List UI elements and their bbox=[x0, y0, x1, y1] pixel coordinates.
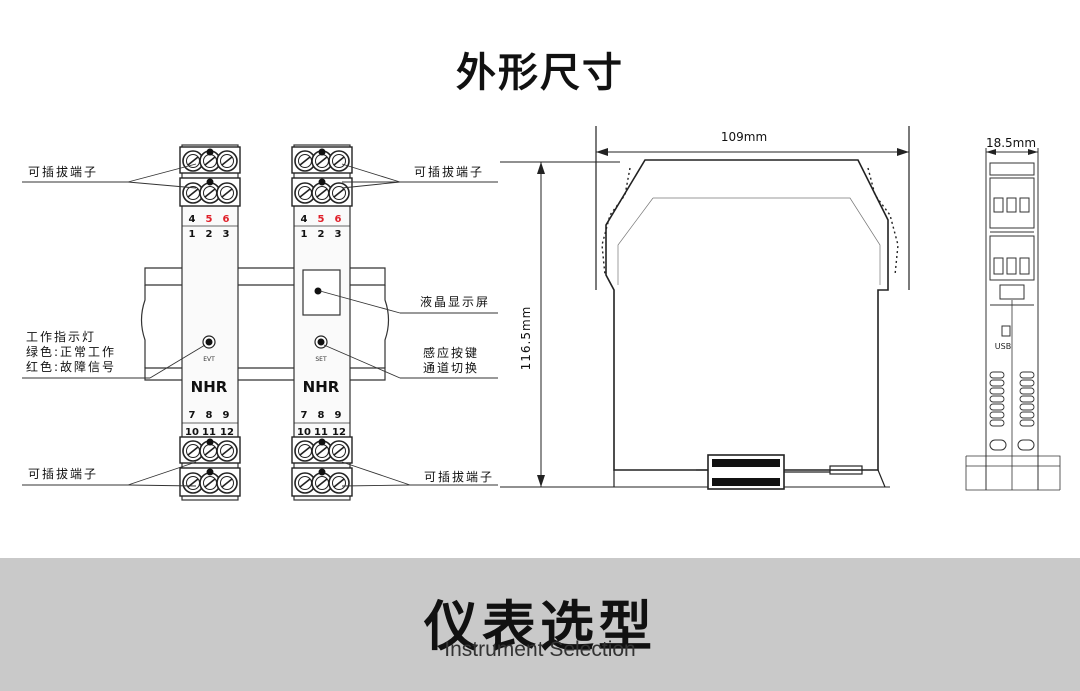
terminal-7: 7 bbox=[189, 410, 196, 421]
page-title: 外形尺寸 bbox=[456, 50, 624, 96]
device-front-right: 4 5 6 1 2 3 SET NHR 7 8 9 10 11 12 bbox=[291, 144, 353, 501]
din-rail bbox=[140, 267, 390, 381]
dimension-depth: 18.5mm bbox=[986, 136, 1036, 150]
terminal-5: 5 bbox=[206, 214, 213, 225]
dimension-drawing: 4 5 6 1 2 3 EVT NHR 7 8 9 10 11 12 bbox=[22, 126, 1061, 501]
terminal-12-r: 12 bbox=[332, 427, 346, 438]
device-front-left: 4 5 6 1 2 3 EVT NHR 7 8 9 10 11 12 bbox=[179, 144, 241, 501]
label-touch-key: 感应按键 bbox=[423, 345, 479, 360]
terminal-4-r: 4 bbox=[301, 214, 308, 225]
terminal-8: 8 bbox=[206, 410, 213, 421]
led-label-evt: EVT bbox=[203, 356, 215, 363]
end-view bbox=[965, 148, 1061, 491]
terminal-8-r: 8 bbox=[318, 410, 325, 421]
terminal-12: 12 bbox=[220, 427, 234, 438]
usb-label: USB bbox=[995, 342, 1011, 351]
label-terminal-bottom-left: 可插拔端子 bbox=[28, 466, 98, 481]
terminal-9: 9 bbox=[223, 410, 230, 421]
terminal-7-r: 7 bbox=[301, 410, 308, 421]
label-lcd-screen: 液晶显示屏 bbox=[420, 294, 490, 309]
label-terminal-top-left: 可插拔端子 bbox=[28, 164, 98, 179]
terminal-3-r: 3 bbox=[335, 229, 342, 240]
key-label-set: SET bbox=[315, 356, 327, 363]
selection-banner bbox=[0, 558, 1080, 691]
selection-subtitle: Instrument Selection bbox=[444, 638, 636, 661]
terminal-1-r: 1 bbox=[301, 229, 308, 240]
dimension-width: 109mm bbox=[721, 130, 767, 144]
side-profile bbox=[500, 126, 910, 490]
terminal-11: 11 bbox=[202, 427, 216, 438]
terminal-5-r: 5 bbox=[318, 214, 325, 225]
label-red-fault: 红色:故障信号 bbox=[26, 359, 116, 374]
dimension-height: 116.5mm bbox=[519, 306, 533, 371]
label-channel-switch: 通道切换 bbox=[423, 361, 479, 375]
terminal-3: 3 bbox=[223, 229, 230, 240]
lcd-screen bbox=[302, 269, 341, 316]
callouts bbox=[22, 163, 498, 487]
label-work-indicator: 工作指示灯 bbox=[26, 329, 96, 344]
terminal-6: 6 bbox=[223, 214, 230, 225]
terminal-2: 2 bbox=[206, 229, 213, 240]
terminal-10: 10 bbox=[185, 427, 199, 438]
terminal-9-r: 9 bbox=[335, 410, 342, 421]
terminal-10-r: 10 bbox=[297, 427, 311, 438]
terminal-1: 1 bbox=[189, 229, 196, 240]
terminal-2-r: 2 bbox=[318, 229, 325, 240]
label-green-normal: 绿色:正常工作 bbox=[26, 344, 116, 359]
terminal-6-r: 6 bbox=[335, 214, 342, 225]
label-terminal-bottom-right: 可插拔端子 bbox=[424, 469, 494, 484]
brand-logo-right: NHR bbox=[303, 378, 340, 396]
brand-logo: NHR bbox=[191, 378, 228, 396]
terminal-11-r: 11 bbox=[314, 427, 328, 438]
label-terminal-top-right: 可插拔端子 bbox=[414, 164, 484, 179]
selection-title: 仪表选型 bbox=[424, 595, 656, 658]
terminal-4: 4 bbox=[189, 214, 196, 225]
